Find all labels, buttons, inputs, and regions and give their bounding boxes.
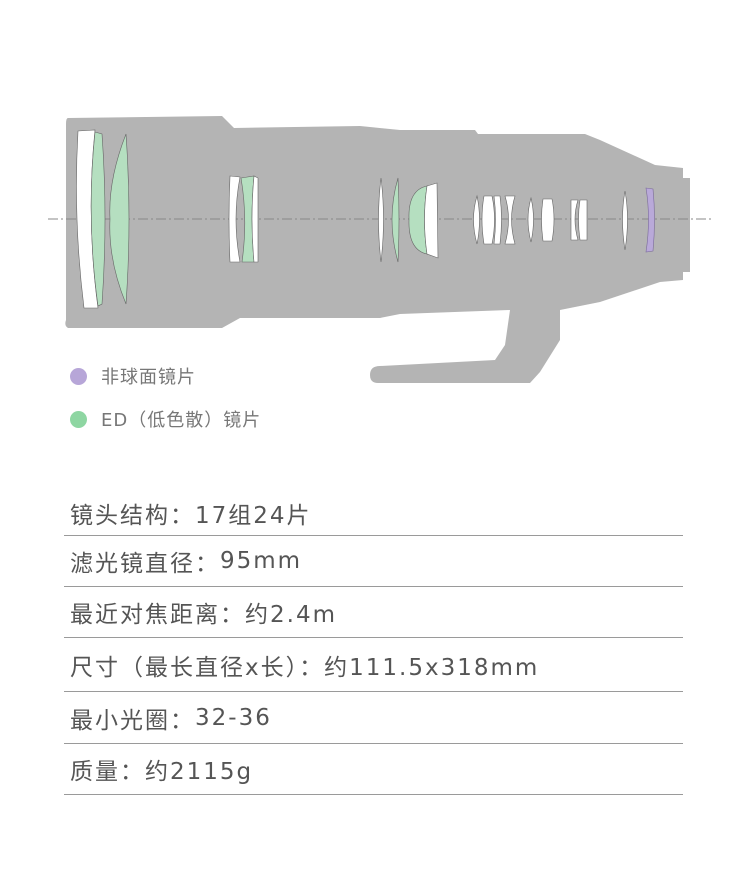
spec-row-lens-construction: 镜头结构：17组24片 [64, 490, 683, 536]
spec-row-filter-diameter: 滤光镜直径：95mm [64, 536, 683, 587]
ed-color-dot [70, 410, 87, 428]
lens-cross-section-diagram [48, 116, 712, 383]
spec-label: 最近对焦距离： [70, 602, 245, 628]
spec-row-dimensions: 尺寸（最长直径x长）：约111.5x318mm [64, 638, 683, 692]
legend-item-ed: ED（低色散）镜片 [70, 406, 261, 432]
lens-body [65, 116, 691, 383]
spec-label: 最小光圈： [70, 707, 195, 734]
spec-value: 约2.4m [245, 602, 337, 628]
legend-label: ED（低色散）镜片 [101, 410, 262, 431]
spec-row-weight: 质量：约2115g [64, 744, 683, 795]
spec-table: 镜头结构：17组24片 滤光镜直径：95mm 最近对焦距离：约2.4m 尺寸（最… [64, 490, 683, 795]
spec-label: 镜头结构： [70, 502, 195, 529]
spec-value: 32-36 [195, 704, 272, 731]
spec-value: 约111.5x318mm [324, 654, 540, 681]
legend-item-aspherical: 非球面镜片 [70, 363, 196, 389]
spec-label: 质量： [70, 759, 145, 785]
aspherical-color-dot [70, 367, 87, 385]
lens-elements [76, 129, 655, 309]
spec-label: 滤光镜直径： [70, 551, 220, 577]
spec-value: 约2115g [145, 759, 254, 785]
spec-row-min-aperture: 最小光圈：32-36 [64, 692, 683, 744]
spec-row-min-focus-distance: 最近对焦距离：约2.4m [64, 587, 683, 638]
spec-label: 尺寸（最长直径x长）： [70, 654, 325, 681]
spec-value: 95mm [220, 548, 303, 574]
spec-value: 17组24片 [195, 502, 312, 529]
legend-label: 非球面镜片 [101, 367, 196, 388]
